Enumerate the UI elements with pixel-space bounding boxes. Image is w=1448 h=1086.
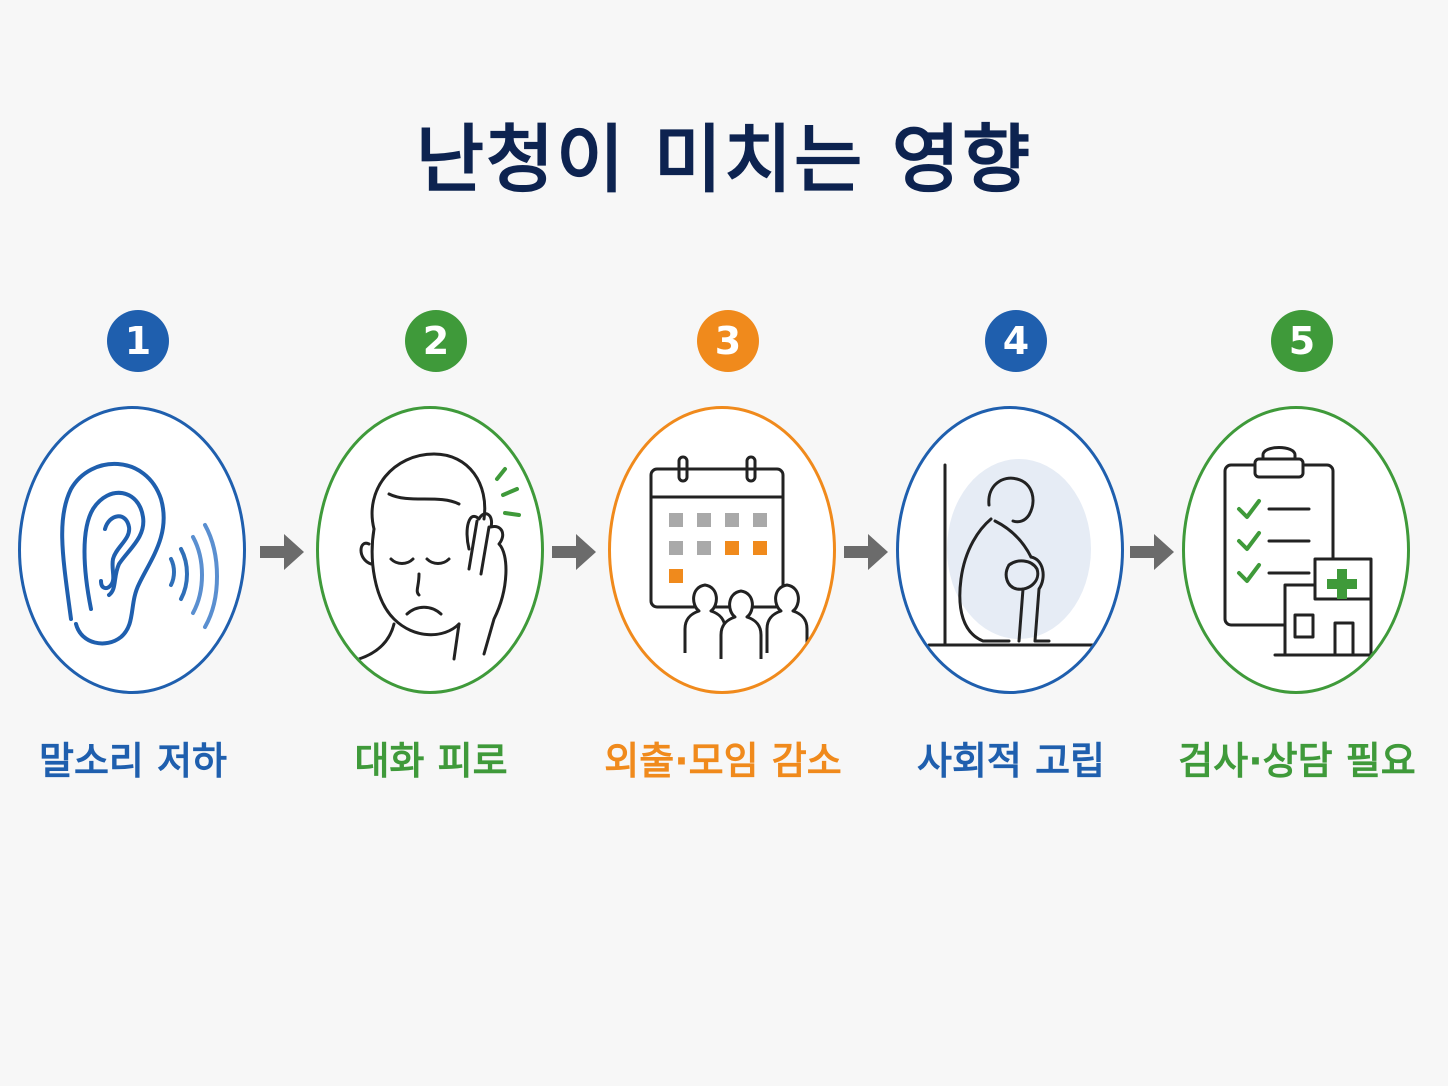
step-number-badge: 5 — [1271, 310, 1333, 372]
step-5-label: 검사·상담 필요 — [1178, 739, 1416, 783]
arrow-icon — [260, 530, 306, 574]
step-2-circle — [316, 406, 544, 694]
step-2-label: 대화 피로 — [354, 739, 508, 783]
calendar-people-icon — [649, 455, 809, 659]
step-1-circle — [18, 406, 246, 694]
step-5-circle — [1182, 406, 1410, 694]
step-3-label: 외출·모임 감소 — [604, 739, 842, 783]
step-2: 2 대화 피로 — [316, 310, 556, 783]
step-number-badge: 4 — [985, 310, 1047, 372]
arrow-icon — [552, 530, 598, 574]
step-3-circle — [608, 406, 836, 694]
isolated-person-icon — [927, 459, 1101, 647]
step-number-badge: 2 — [405, 310, 467, 372]
arrow-icon — [1130, 530, 1176, 574]
step-4-circle — [896, 406, 1124, 694]
tired-person-icon — [357, 452, 521, 661]
page-title: 난청이 미치는 영향 — [415, 117, 1033, 203]
step-4: 4 사회적 고립 — [896, 310, 1136, 783]
ear-sound-icon — [60, 462, 219, 646]
step-1: 1 말소리 저하 — [18, 310, 258, 783]
step-1-label: 말소리 저하 — [38, 739, 228, 783]
arrow-icon — [844, 530, 890, 574]
step-5: 5 — [1178, 310, 1422, 783]
step-3: 3 — [604, 310, 848, 783]
step-number-badge: 3 — [697, 310, 759, 372]
step-4-label: 사회적 고립 — [916, 739, 1106, 783]
checklist-hospital-icon — [1223, 446, 1383, 657]
step-number-badge: 1 — [107, 310, 169, 372]
